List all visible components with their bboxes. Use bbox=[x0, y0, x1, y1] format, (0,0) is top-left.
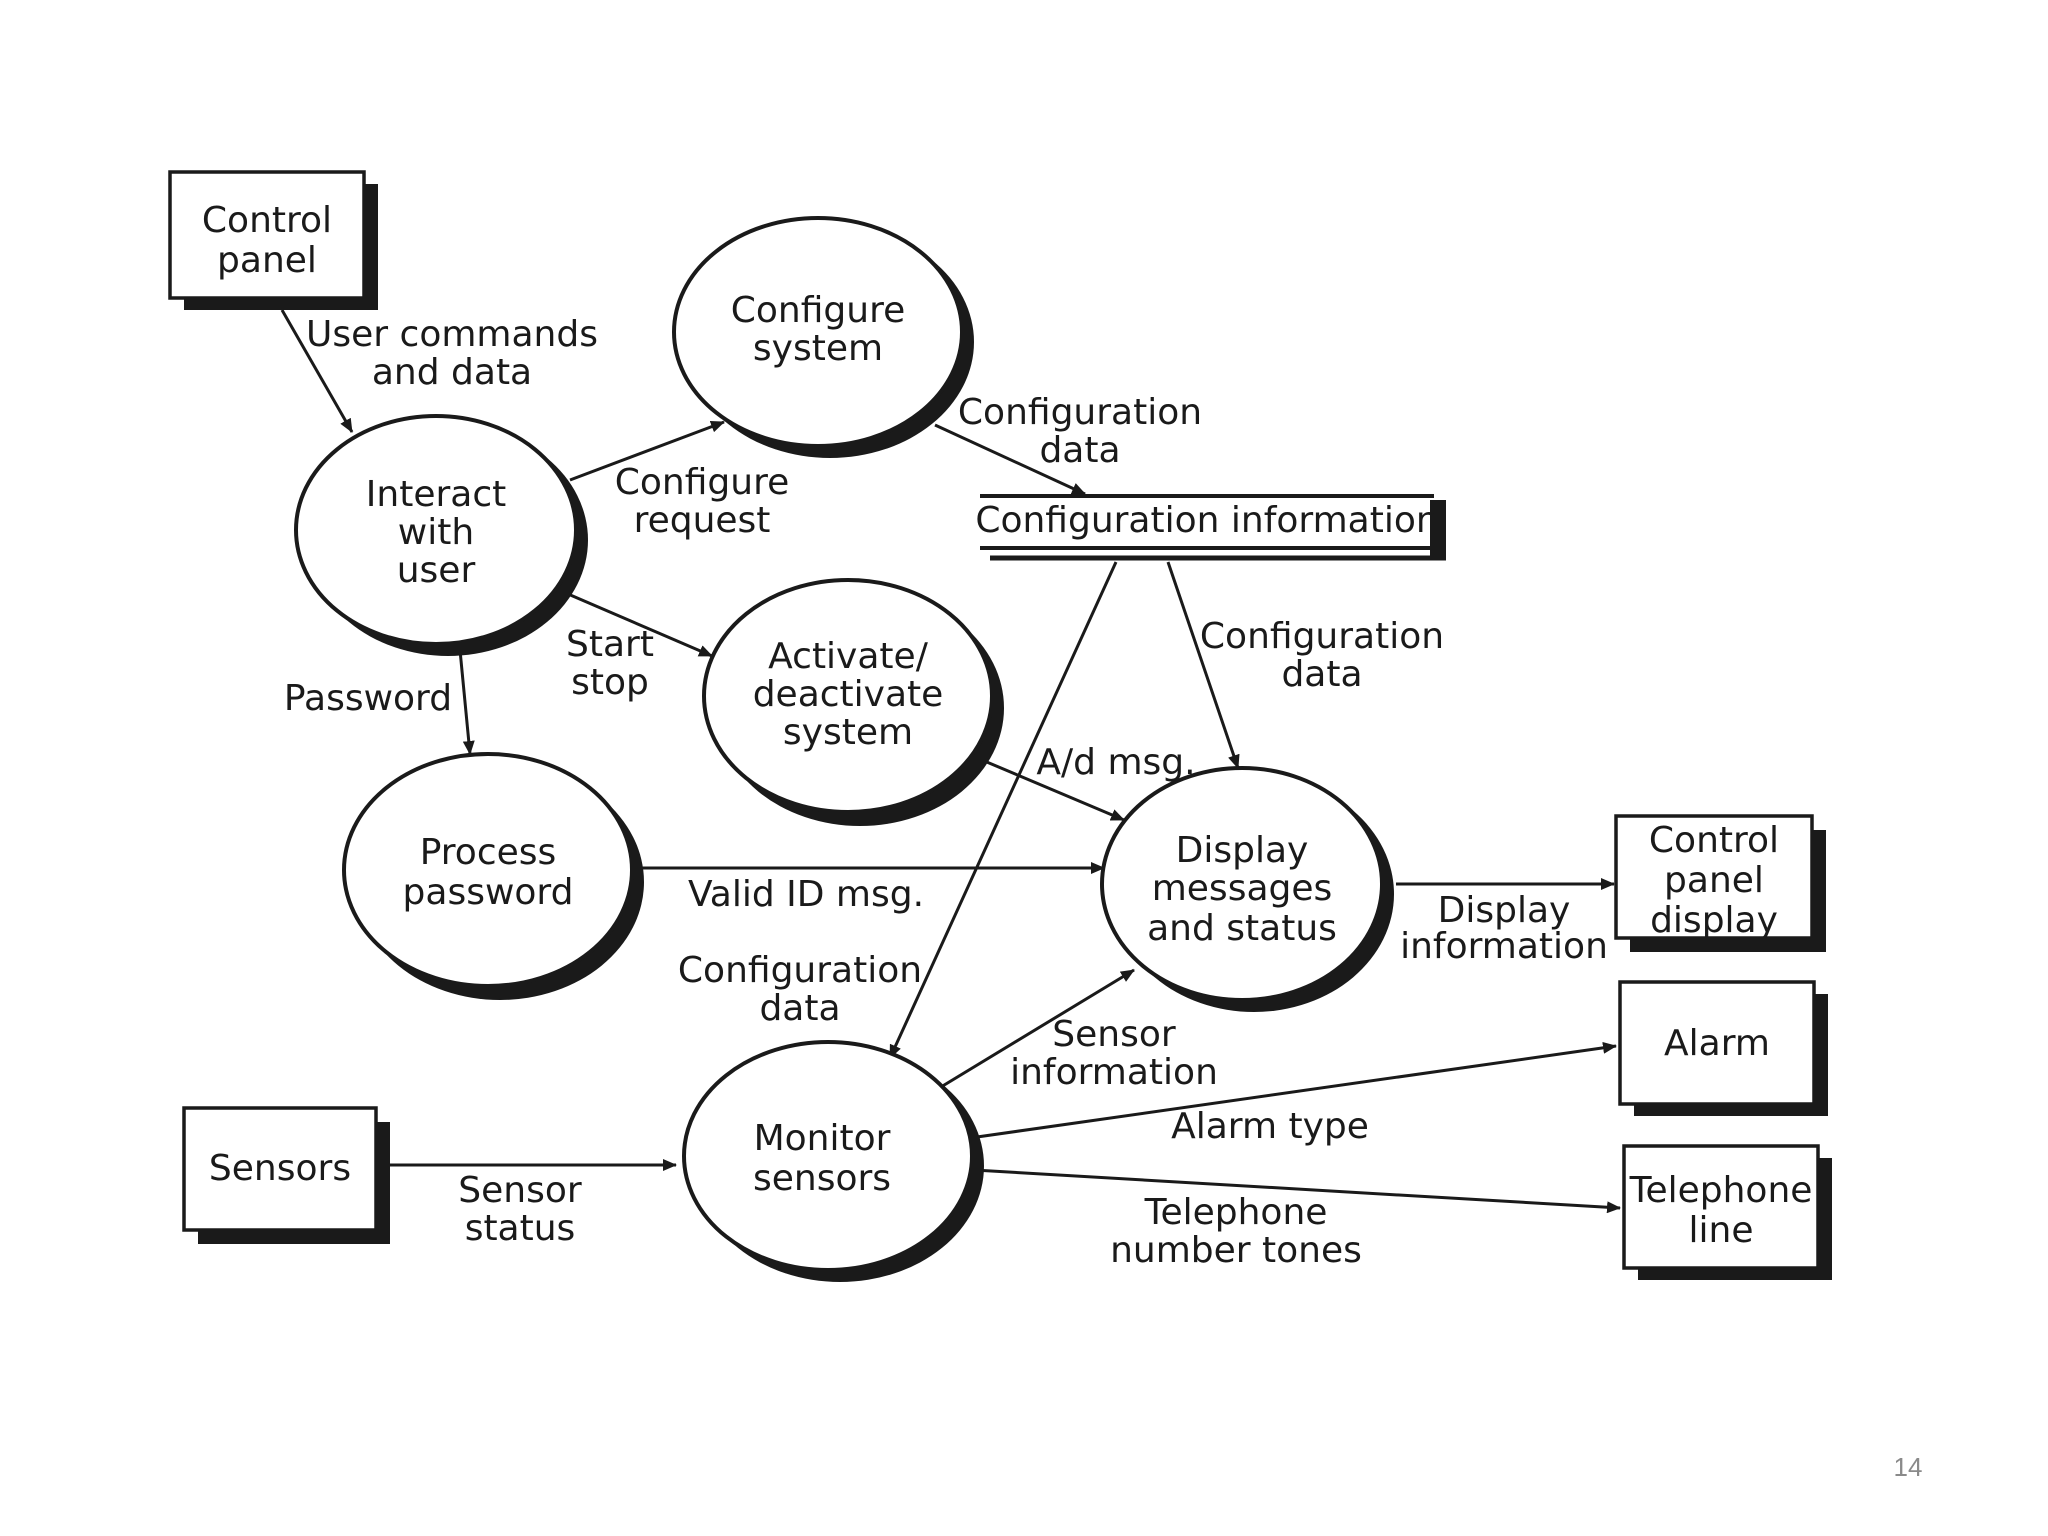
flow-labels: User commands and data Configure request… bbox=[284, 314, 1608, 1271]
flow-label-valid-id-text: Valid ID msg. bbox=[688, 874, 924, 915]
flow-arrow-configuration-data-to-monitor bbox=[888, 561, 1118, 1059]
flow-arrow-configuration-data-to-display bbox=[1166, 561, 1240, 769]
flow-arrow-configuration-data-to-store bbox=[934, 423, 1086, 496]
flow-label-configuration-data-to-store: Configuration data bbox=[958, 392, 1202, 471]
flow-label-password-text: Password bbox=[284, 678, 452, 719]
flow-label-sensor-status-line-1: Sensor bbox=[458, 1170, 582, 1211]
flow-label-config-data-store-line-1: Configuration bbox=[958, 392, 1202, 433]
flow-label-display-information: Display information bbox=[1400, 890, 1608, 967]
data-store-label: Configuration information bbox=[975, 500, 1438, 541]
flow-label-sensor-info-line-2: information bbox=[1010, 1052, 1218, 1093]
process-display-line-1: Display bbox=[1176, 830, 1309, 871]
entity-sensors: Sensors bbox=[182, 1106, 390, 1244]
flow-label-ad-msg-text: A/d msg. bbox=[1036, 742, 1195, 783]
entity-control-panel-line-1: Control bbox=[202, 200, 332, 241]
flow-label-telephone-tones-line-1: Telephone bbox=[1144, 1192, 1328, 1233]
flow-label-telephone-tones-line-2: number tones bbox=[1110, 1230, 1362, 1271]
flow-lines bbox=[280, 309, 1621, 1214]
flow-label-telephone-tones: Telephone number tones bbox=[1110, 1192, 1362, 1271]
process-configure-line-2: system bbox=[753, 328, 883, 369]
data-store-configuration-information: Configuration information bbox=[975, 494, 1446, 561]
process-configure-system: Configure system bbox=[672, 216, 974, 458]
flow-label-user-commands: User commands and data bbox=[306, 314, 598, 393]
entity-control-panel: Control panel bbox=[168, 170, 378, 310]
process-display-messages-and-status: Display messages and status bbox=[1100, 766, 1394, 1012]
entity-alarm: Alarm bbox=[1618, 980, 1828, 1116]
flow-arrow-user-commands bbox=[280, 309, 354, 433]
flow-label-ad-msg: A/d msg. bbox=[1036, 742, 1195, 783]
process-interact-line-3: user bbox=[397, 550, 476, 591]
process-password-line-2: password bbox=[403, 872, 574, 913]
flow-label-start-line: Start bbox=[566, 624, 654, 665]
flow-label-display-info-line-1: Display bbox=[1438, 890, 1571, 931]
entity-telephone-line: Telephone line bbox=[1622, 1144, 1832, 1280]
entity-control-panel-display-line-1: Control bbox=[1649, 820, 1779, 861]
flow-arrow-alarm-type bbox=[969, 1041, 1617, 1140]
entity-control-panel-display-line-2: panel bbox=[1664, 860, 1764, 901]
process-password-line-1: Process bbox=[420, 832, 557, 873]
process-display-line-3: and status bbox=[1147, 908, 1337, 949]
flow-label-start-stop: Start stop bbox=[566, 624, 654, 703]
page-number: 14 bbox=[1894, 1452, 1923, 1482]
flow-label-configure-request-line-1: Configure bbox=[615, 462, 789, 503]
flow-label-sensor-status-line-2: status bbox=[465, 1208, 576, 1249]
entity-control-panel-line-2: panel bbox=[217, 240, 317, 281]
process-activate-line-1: Activate/ bbox=[768, 636, 929, 677]
process-interact-with-user: Interact with user bbox=[294, 414, 588, 656]
flow-label-config-data-display-line-1: Configuration bbox=[1200, 616, 1444, 657]
entity-telephone-line-line-1: Telephone bbox=[1629, 1170, 1813, 1211]
flow-label-alarm-type: Alarm type bbox=[1171, 1106, 1369, 1147]
flow-label-valid-id: Valid ID msg. bbox=[688, 874, 924, 915]
entity-alarm-label: Alarm bbox=[1664, 1023, 1770, 1064]
process-activate-line-3: system bbox=[783, 712, 913, 753]
process-activate-deactivate-system: Activate/ deactivate system bbox=[702, 578, 1004, 826]
process-display-line-2: messages bbox=[1152, 868, 1333, 909]
process-interact-line-1: Interact bbox=[366, 474, 506, 515]
process-monitor-line-1: Monitor bbox=[754, 1118, 891, 1159]
flow-label-configuration-data-to-display: Configuration data bbox=[1200, 616, 1444, 695]
flow-arrow-password bbox=[458, 649, 475, 755]
entity-control-panel-display-line-3: display bbox=[1650, 900, 1778, 941]
flow-label-sensor-information: Sensor information bbox=[1010, 1014, 1218, 1093]
flow-label-display-info-line-2: information bbox=[1400, 926, 1608, 967]
flow-label-user-commands-line-1: User commands bbox=[306, 314, 598, 355]
flow-label-config-data-store-line-2: data bbox=[1039, 430, 1120, 471]
flow-label-config-data-monitor-line-2: data bbox=[759, 988, 840, 1029]
flow-label-user-commands-line-2: and data bbox=[372, 352, 532, 393]
flow-label-configuration-data-to-monitor: Configuration data bbox=[678, 950, 922, 1029]
flow-arrow-configure-request bbox=[569, 420, 725, 482]
flow-label-configure-request-line-2: request bbox=[634, 500, 771, 541]
entity-telephone-line-line-2: line bbox=[1689, 1210, 1754, 1251]
flow-arrow-ad-msg bbox=[981, 758, 1125, 822]
flow-arrow-sensor-information bbox=[935, 968, 1135, 1092]
flow-arrow-telephone-tones bbox=[973, 1168, 1621, 1214]
flow-label-stop-line: stop bbox=[571, 662, 649, 703]
flow-label-password: Password bbox=[284, 678, 452, 719]
process-monitor-line-2: sensors bbox=[753, 1158, 891, 1199]
process-activate-line-2: deactivate bbox=[753, 674, 944, 715]
flow-label-config-data-display-line-2: data bbox=[1281, 654, 1362, 695]
flow-label-configure-request: Configure request bbox=[615, 462, 789, 541]
flow-label-sensor-status: Sensor status bbox=[458, 1170, 582, 1249]
process-process-password: Process password bbox=[342, 752, 644, 1000]
flow-label-alarm-type-text: Alarm type bbox=[1171, 1106, 1369, 1147]
process-monitor-sensors: Monitor sensors bbox=[682, 1040, 984, 1282]
entity-control-panel-display: Control panel display bbox=[1614, 814, 1826, 952]
process-interact-line-2: with bbox=[398, 512, 474, 553]
process-configure-line-1: Configure bbox=[731, 290, 905, 331]
flow-arrow-start-stop bbox=[567, 592, 713, 658]
flow-label-sensor-info-line-1: Sensor bbox=[1052, 1014, 1176, 1055]
entity-sensors-label: Sensors bbox=[209, 1148, 351, 1189]
flow-label-config-data-monitor-line-1: Configuration bbox=[678, 950, 922, 991]
